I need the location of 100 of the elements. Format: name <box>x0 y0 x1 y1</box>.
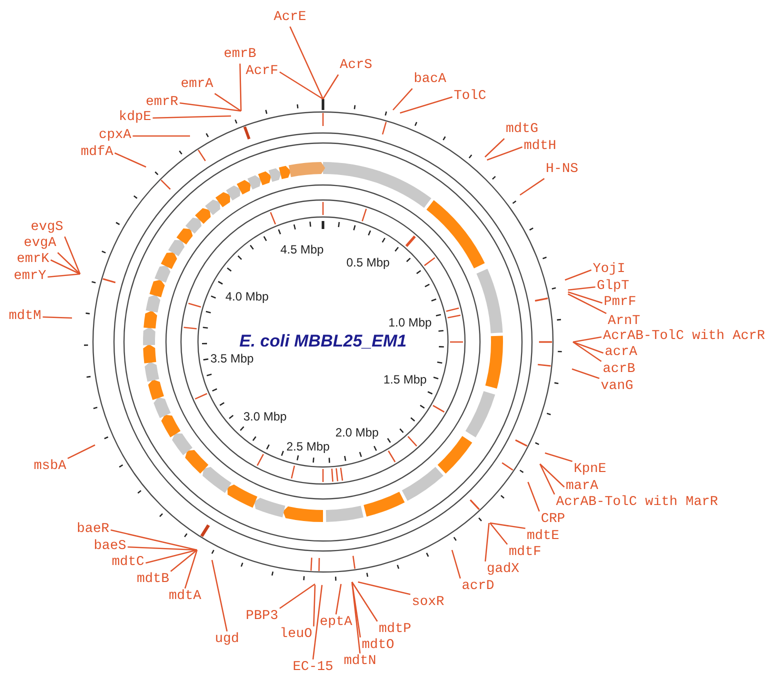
gene-label: mdtA <box>168 590 202 604</box>
gene-label: GlpT <box>596 280 630 294</box>
leader-line <box>57 252 80 274</box>
gene-label: ugd <box>214 632 240 648</box>
scale-label: 2.0 Mbp <box>335 426 379 440</box>
leader-line <box>114 152 146 168</box>
gene-label: eptA <box>320 616 352 630</box>
leader-line <box>400 96 452 114</box>
gene-label: leuO <box>280 628 312 642</box>
scale-label: 3.0 Mbp <box>243 410 287 424</box>
gene-label: gadX <box>486 562 520 578</box>
leader-line <box>486 146 523 161</box>
gene-label: mdtC <box>112 556 144 570</box>
gene-label: cpxA <box>98 128 132 144</box>
gene-label: mdfA <box>80 146 114 160</box>
gene-label: bacA <box>414 72 446 88</box>
leader-line <box>451 550 461 579</box>
leader-line <box>520 178 545 196</box>
scale-label: 4.0 Mbp <box>225 290 269 304</box>
leader-line <box>572 368 600 380</box>
leader-line <box>239 64 242 112</box>
gene-label: mdtN <box>344 654 376 670</box>
gene-label: AcrF <box>246 64 278 80</box>
leader-line <box>484 138 505 158</box>
gene-label: AcrE <box>274 10 306 26</box>
leader-line <box>322 74 339 100</box>
leader-line <box>128 546 198 551</box>
gene-label: emrA <box>180 78 214 92</box>
leader-line <box>42 316 72 319</box>
gene-label: AcrAB-TolC with MarR <box>556 496 718 510</box>
leader-line <box>289 26 324 100</box>
gene-label: acrD <box>462 580 494 594</box>
gene-label: ArnT <box>608 314 640 330</box>
gene-label: evgS <box>30 220 64 236</box>
leader-line <box>351 582 361 638</box>
gene-label: emrK <box>16 252 50 268</box>
gene-label: msbA <box>34 460 66 474</box>
gene-label: acrA <box>604 346 638 360</box>
leader-line <box>568 293 607 314</box>
leader-line <box>184 550 198 589</box>
scale-label: 1.5 Mbp <box>383 373 427 387</box>
gene-label: mdtB <box>136 572 170 588</box>
leader-line <box>132 135 190 137</box>
gene-label: evgA <box>24 236 56 252</box>
gene-label: EC-15 <box>292 660 334 676</box>
gene-label: mdtP <box>378 622 412 638</box>
gene-label: KpnE <box>574 462 606 478</box>
scale-label: 2.5 Mbp <box>286 440 330 454</box>
leader-line <box>484 522 490 562</box>
leader-line <box>544 452 572 462</box>
leader-line <box>572 341 602 362</box>
gene-label: mdtO <box>362 638 394 654</box>
scale-label: 3.5 Mbp <box>210 352 254 366</box>
leader-line <box>490 522 508 545</box>
gene-label: mdtG <box>506 122 538 138</box>
leader-line <box>214 93 242 112</box>
gene-label: TolC <box>454 90 486 104</box>
leader-line <box>539 464 556 495</box>
leader-line <box>50 259 80 275</box>
leader-line <box>67 444 96 459</box>
gene-label: mdtM <box>8 310 42 324</box>
leader-line <box>110 529 198 551</box>
leader-line <box>568 291 602 304</box>
leader-line <box>490 522 526 530</box>
gene-label: H-NS <box>546 162 578 178</box>
gene-label: CRP <box>540 512 566 528</box>
leader-line <box>351 582 361 654</box>
gene-label: PBP3 <box>246 610 278 624</box>
gene-label: baeS <box>94 540 126 554</box>
gene-label: mdtF <box>508 546 542 560</box>
gene-label: soxR <box>412 596 444 610</box>
map-title: E. coli MBBL25_EM1 <box>239 332 407 352</box>
leader-line <box>540 464 565 488</box>
gene-label: YojI <box>592 262 626 278</box>
leader-line <box>564 269 592 281</box>
leader-line <box>64 236 81 274</box>
gene-label: PmrF <box>604 296 636 310</box>
leader-line <box>170 550 198 572</box>
leader-line <box>313 584 316 626</box>
leader-line <box>572 341 604 354</box>
leader-line <box>152 115 232 119</box>
leader-line <box>48 273 80 278</box>
leader-line <box>279 71 324 100</box>
scale-label: 4.5 Mbp <box>280 243 324 257</box>
leader-line <box>146 549 198 564</box>
gene-label: acrB <box>602 362 636 378</box>
gene-label: mdtH <box>524 140 556 154</box>
gene-label: mdtE <box>526 530 560 544</box>
leader-line <box>211 560 228 632</box>
leader-line <box>358 581 410 596</box>
leader-line <box>392 88 413 110</box>
leader-line <box>180 102 242 112</box>
gene-label: AcrS <box>340 58 372 74</box>
gene-label: kdpE <box>118 110 152 126</box>
gene-label: emrR <box>146 96 178 110</box>
leader-line <box>312 584 323 660</box>
scale-label: 1.0 Mbp <box>388 316 432 330</box>
gene-label: baeR <box>76 522 110 538</box>
leader-line <box>572 336 602 343</box>
gene-label: emrY <box>14 270 46 284</box>
